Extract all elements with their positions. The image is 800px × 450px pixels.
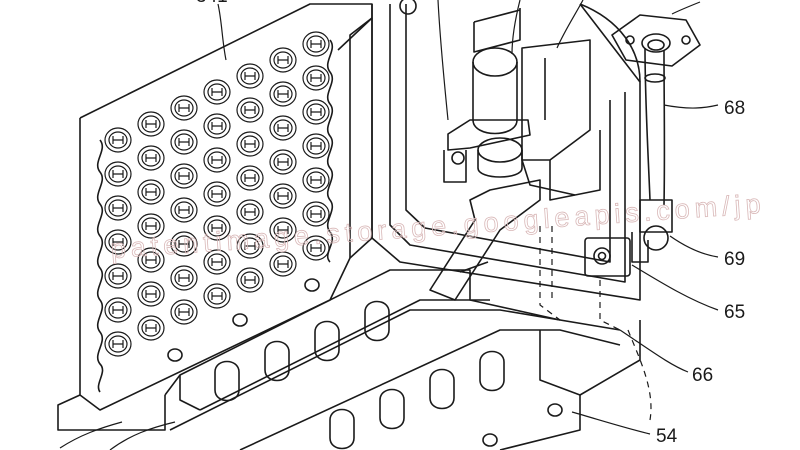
battery-cell bbox=[170, 163, 198, 189]
battery-cell bbox=[170, 231, 198, 257]
leader-65 bbox=[631, 264, 719, 311]
leader-bottom-left-a bbox=[59, 421, 123, 449]
leader-54 bbox=[571, 411, 651, 435]
leader-top-c bbox=[556, 0, 584, 49]
battery-cell bbox=[302, 133, 330, 159]
battery-cell bbox=[203, 113, 231, 139]
battery-cell bbox=[269, 81, 297, 107]
leader-341 bbox=[217, 3, 227, 61]
battery-cell bbox=[203, 283, 231, 309]
leader-68 bbox=[663, 104, 719, 109]
ref-numeral-68: 68 bbox=[724, 98, 745, 119]
battery-cell bbox=[170, 197, 198, 223]
battery-cell bbox=[269, 47, 297, 73]
battery-cell bbox=[302, 167, 330, 193]
battery-cell bbox=[137, 247, 165, 273]
battery-cell bbox=[104, 127, 132, 153]
battery-cell bbox=[236, 97, 264, 123]
battery-cell bbox=[236, 267, 264, 293]
battery-cell bbox=[269, 149, 297, 175]
battery-cell bbox=[203, 249, 231, 275]
battery-cell bbox=[236, 131, 264, 157]
coolant-pipe bbox=[611, 14, 701, 263]
battery-cell bbox=[269, 183, 297, 209]
leader-lines bbox=[59, 0, 719, 450]
ref-numeral-65: 65 bbox=[724, 302, 745, 323]
battery-cell bbox=[104, 297, 132, 323]
lower-bus-bar-assembly bbox=[164, 269, 641, 450]
battery-cell bbox=[137, 111, 165, 137]
battery-cell bbox=[137, 145, 165, 171]
battery-cell bbox=[236, 165, 264, 191]
ref-numeral-69: 69 bbox=[724, 249, 745, 270]
battery-cell bbox=[137, 179, 165, 205]
battery-cell bbox=[104, 229, 132, 255]
cell-terminal-grid bbox=[104, 31, 330, 357]
leader-top-b bbox=[511, 0, 521, 55]
battery-cell bbox=[302, 201, 330, 227]
leader-top-a bbox=[437, 0, 449, 121]
battery-cell bbox=[203, 79, 231, 105]
battery-cell bbox=[170, 129, 198, 155]
leader-69 bbox=[669, 235, 719, 258]
battery-cell bbox=[203, 215, 231, 241]
battery-cell bbox=[236, 63, 264, 89]
battery-cell bbox=[269, 217, 297, 243]
battery-cell bbox=[236, 199, 264, 225]
battery-cell bbox=[302, 65, 330, 91]
battery-cell bbox=[302, 31, 330, 57]
leader-66 bbox=[619, 329, 689, 373]
junction-box bbox=[371, 0, 641, 301]
battery-cell bbox=[269, 115, 297, 141]
ref-numeral-54: 54 bbox=[656, 426, 678, 447]
battery-cell bbox=[170, 299, 198, 325]
battery-cell bbox=[203, 147, 231, 173]
ref-numeral-66: 66 bbox=[692, 365, 713, 386]
leader-top-d bbox=[671, 1, 701, 15]
battery-cell bbox=[269, 251, 297, 277]
hidden-lines bbox=[539, 226, 652, 421]
battery-cell bbox=[236, 233, 264, 259]
battery-cell bbox=[302, 99, 330, 125]
battery-cell bbox=[302, 235, 330, 261]
leader-bottom-left-b bbox=[109, 421, 176, 450]
battery-cell bbox=[104, 195, 132, 221]
battery-cell bbox=[137, 281, 165, 307]
battery-cell bbox=[170, 95, 198, 121]
battery-cell bbox=[104, 331, 132, 357]
battery-cell bbox=[203, 181, 231, 207]
battery-cell bbox=[137, 315, 165, 341]
battery-cell bbox=[104, 161, 132, 187]
battery-cell bbox=[137, 213, 165, 239]
ref-numeral-341: 341 bbox=[196, 0, 228, 7]
battery-cell bbox=[104, 263, 132, 289]
battery-cell bbox=[170, 265, 198, 291]
